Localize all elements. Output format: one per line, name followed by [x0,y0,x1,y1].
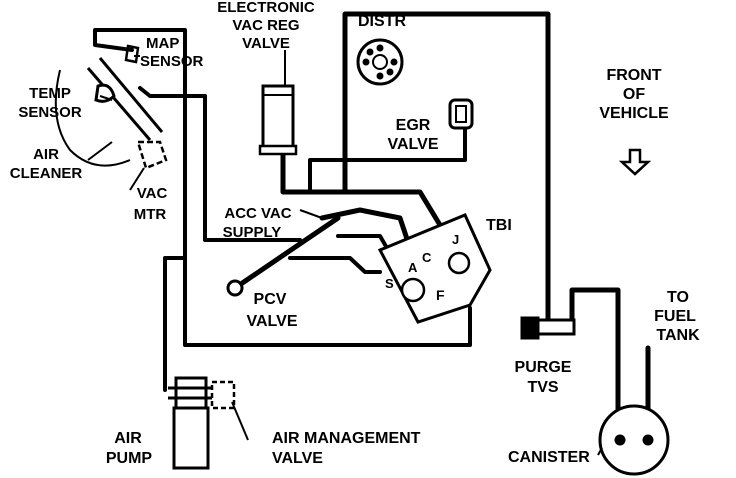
labels: ELECTRONIC VAC REG VALVE DISTR FRONT OF … [10,0,700,467]
port-a-label: A [408,260,418,275]
acc-vac-supply-label-line-1: ACC VAC [224,205,291,222]
port-f-label: F [436,287,445,303]
vac-mtr-leader [129,167,145,191]
canister-fitting-1 [614,434,626,446]
air-cleaner-outline [54,69,131,167]
front-arrow-icon [618,148,652,176]
accessory-hose-3 [288,256,382,274]
vac-mtr-label-line-1: VAC [137,185,168,202]
air-management-valve-label-line-2: VALVE [272,450,323,467]
egr-hose [308,116,467,192]
evrv-label-line-2: VAC REG [232,17,299,34]
tbi-body [377,213,492,324]
distributor [356,38,404,86]
air-pump-label-line-2: PUMP [106,450,153,467]
port-j-circle [447,251,471,275]
air-cleaner-leader [87,141,113,161]
air-pump [168,376,236,470]
tbi-label: TBI [486,217,512,234]
air-cleaner-snorkel [86,57,164,141]
purge-tvs-label-line-1: PURGE [515,359,572,376]
evrv-label-line-1: ELECTRONIC [217,0,315,16]
canister [598,404,670,476]
air-management-hose [163,256,472,392]
leader-lines [87,55,603,456]
pcv-hose [232,215,341,291]
acc-vac-supply-label-line-2: SUPPLY [223,224,282,241]
port-j-label: J [452,232,459,247]
purge-hose [342,11,551,323]
port-s-label: S [385,276,394,291]
electronic-vac-reg-valve [258,50,298,156]
pcv-valve [226,279,244,297]
map-sensor-label-line-2: SENSOR [140,53,204,70]
egr-valve-label-line-1: EGR [396,117,431,134]
canister-fitting-2 [642,434,654,446]
purge-tvs-label-line-2: TVS [527,379,558,396]
map-sensor-hose [93,28,187,260]
to-fuel-tank-label-line-3: TANK [656,327,700,344]
canister-label: CANISTER [508,449,590,466]
port-f-circle [400,277,426,303]
to-fuel-tank-label-line-2: FUEL [654,308,696,325]
air-management-valve-leader [231,401,249,441]
temp-sensor-label-line-1: TEMP [29,85,71,102]
pcv-valve-label-line-1: PCV [254,291,287,308]
air-cleaner-label-line-2: CLEANER [10,165,83,182]
tbi-unit [377,213,492,324]
acc-vac-supply-hose [319,207,413,251]
to-fuel-tank-label-line-1: TO [667,289,689,306]
acc-vac-supply-leader [299,209,323,219]
canister-purge-hose [569,287,621,443]
temp-sensor-label-line-2: SENSOR [18,104,82,121]
evrv-label-line-3: VALVE [242,35,290,52]
air-cleaner-label-line-1: AIR [33,146,59,163]
vac-mtr-label-line-2: MTR [134,206,167,223]
air-pump-label-line-1: AIR [114,430,142,447]
air-management-valve-label-line-1: AIR MANAGEMENT [272,430,421,447]
purge-tvs [520,316,576,340]
pcv-valve-label-line-2: VALVE [247,313,298,330]
evrv-hose [280,147,443,228]
map-to-throttle-hose [138,86,302,242]
front-label-line-1: FRONT [606,67,661,84]
front-label-line-3: VEHICLE [599,105,669,122]
distr-label: DISTR [358,13,406,30]
air-cleaner-assembly [54,44,168,170]
components [168,38,670,476]
canister-leader [597,447,603,456]
temp-sensor-body [94,83,116,103]
vac-motor-body [136,140,168,170]
front-label-line-2: OF [623,86,645,103]
temp-sensor-leader [99,95,113,101]
egr-valve-label-line-2: VALVE [388,136,439,153]
egr-valve [448,98,474,130]
map-sensor-label-line-1: MAP [146,35,179,52]
port-c-label: C [422,250,432,265]
